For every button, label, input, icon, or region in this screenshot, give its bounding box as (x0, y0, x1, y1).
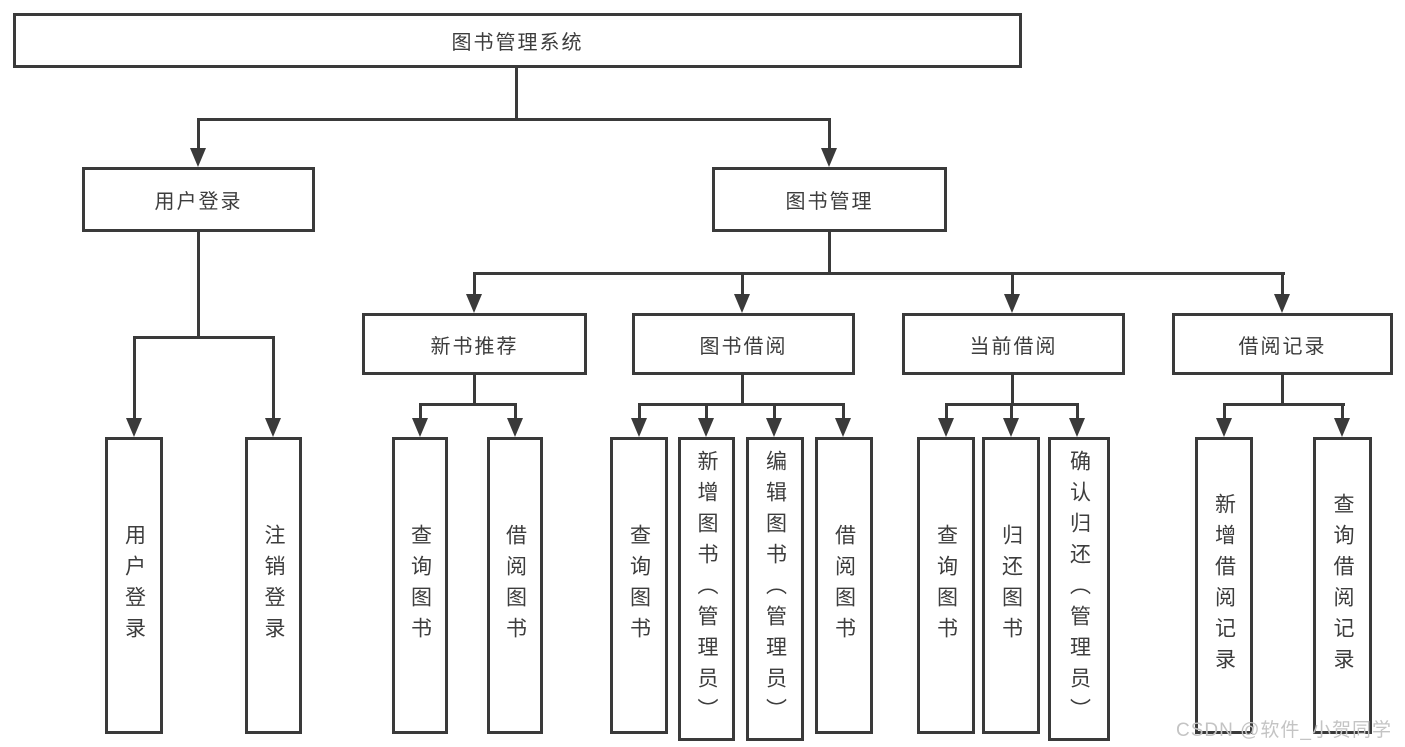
leaf-label: 归还图书 (999, 523, 1023, 648)
leaf-query-borrow-record: 查询借阅记录 (1313, 437, 1372, 734)
connector-line (473, 272, 476, 294)
leaf-label: 注销登录 (262, 523, 285, 648)
node-current-borrowing: 当前借阅 (902, 313, 1125, 375)
node-label: 借阅记录 (1238, 335, 1327, 358)
connector-arrowhead-icon (190, 148, 206, 167)
connector-line (828, 118, 831, 148)
connector-line (1011, 375, 1014, 403)
node-user-login: 用户登录 (82, 167, 315, 232)
connector-line (133, 336, 136, 418)
connector-line (1281, 375, 1284, 403)
connector-line (773, 403, 776, 418)
connector-arrowhead-icon (734, 294, 750, 313)
connector-arrowhead-icon (835, 418, 851, 437)
connector-arrowhead-icon (466, 294, 482, 313)
connector-arrowhead-icon (1003, 418, 1019, 437)
leaf-confirm-return-admin: 确认归还（管理员） (1048, 437, 1110, 741)
connector-line (1223, 403, 1345, 406)
leaf-label: 新增图书（管理员） (695, 449, 718, 729)
leaf-label: 新增借阅记录 (1212, 492, 1236, 679)
connector-line (1341, 403, 1344, 418)
leaf-query-books-current: 查询图书 (917, 437, 975, 734)
leaf-label: 查询图书 (934, 523, 958, 648)
node-label: 图书管理 (785, 191, 874, 213)
leaf-label: 查询图书 (627, 523, 651, 648)
connector-line (1011, 272, 1014, 294)
node-library-management-system: 图书管理系统 (13, 13, 1022, 68)
leaf-query-books-recommend: 查询图书 (392, 437, 448, 734)
connector-arrowhead-icon (631, 418, 647, 437)
connector-line (741, 272, 744, 294)
leaf-logout: 注销登录 (245, 437, 302, 734)
connector-line (197, 232, 200, 336)
leaf-label: 查询图书 (408, 523, 432, 648)
connector-arrowhead-icon (1334, 418, 1350, 437)
connector-line (515, 68, 518, 118)
connector-arrowhead-icon (821, 148, 837, 167)
connector-line (197, 118, 200, 148)
connector-arrowhead-icon (766, 418, 782, 437)
leaf-label: 编辑图书（管理员） (763, 449, 787, 729)
node-label: 用户登录 (154, 191, 243, 213)
connector-line (197, 118, 831, 121)
connector-line (945, 403, 948, 418)
connector-arrowhead-icon (1069, 418, 1085, 437)
leaf-label: 确认归还（管理员） (1067, 449, 1091, 729)
connector-line (419, 403, 517, 406)
node-new-book-recommendation: 新书推荐 (362, 313, 587, 375)
node-book-borrowing: 图书借阅 (632, 313, 855, 375)
node-borrowing-records: 借阅记录 (1172, 313, 1393, 375)
node-label: 图书管理系统 (451, 32, 584, 54)
node-label: 图书借阅 (699, 335, 788, 358)
connector-arrowhead-icon (412, 418, 428, 437)
leaf-borrow-books-recommend: 借阅图书 (487, 437, 543, 734)
connector-line (473, 272, 1285, 275)
connector-arrowhead-icon (126, 418, 142, 437)
leaf-add-books-admin: 新增图书（管理员） (678, 437, 735, 741)
leaf-edit-books-admin: 编辑图书（管理员） (746, 437, 804, 741)
connector-line (473, 375, 476, 403)
connector-line (705, 403, 708, 418)
connector-arrowhead-icon (507, 418, 523, 437)
leaf-label: 查询借阅记录 (1331, 492, 1354, 679)
connector-line (741, 375, 744, 403)
connector-line (828, 232, 831, 272)
leaf-return-books: 归还图书 (982, 437, 1040, 734)
leaf-add-borrow-record: 新增借阅记录 (1195, 437, 1253, 734)
connector-line (514, 403, 517, 418)
connector-line (133, 336, 275, 339)
leaf-label: 借阅图书 (832, 523, 856, 648)
connector-arrowhead-icon (938, 418, 954, 437)
connector-line (1076, 403, 1079, 418)
csdn-watermark: CSDN @软件_小贺同学 (1176, 720, 1392, 741)
node-label: 新书推荐 (430, 335, 519, 358)
connector-arrowhead-icon (265, 418, 281, 437)
node-label: 当前借阅 (969, 335, 1058, 358)
connector-arrowhead-icon (1004, 294, 1020, 313)
leaf-query-books-borrowing: 查询图书 (610, 437, 668, 734)
leaf-user-login: 用户登录 (105, 437, 163, 734)
node-book-management: 图书管理 (712, 167, 947, 232)
connector-line (842, 403, 845, 418)
connector-line (419, 403, 422, 418)
connector-arrowhead-icon (1216, 418, 1232, 437)
connector-line (638, 403, 641, 418)
connector-arrowhead-icon (698, 418, 714, 437)
connector-line (638, 403, 845, 406)
leaf-borrow-books-borrowing: 借阅图书 (815, 437, 873, 734)
connector-line (272, 336, 275, 418)
connector-line (1010, 403, 1013, 418)
connector-arrowhead-icon (1274, 294, 1290, 313)
connector-line (1223, 403, 1226, 418)
connector-line (1281, 272, 1284, 294)
leaf-label: 用户登录 (122, 523, 146, 648)
leaf-label: 借阅图书 (503, 523, 527, 648)
